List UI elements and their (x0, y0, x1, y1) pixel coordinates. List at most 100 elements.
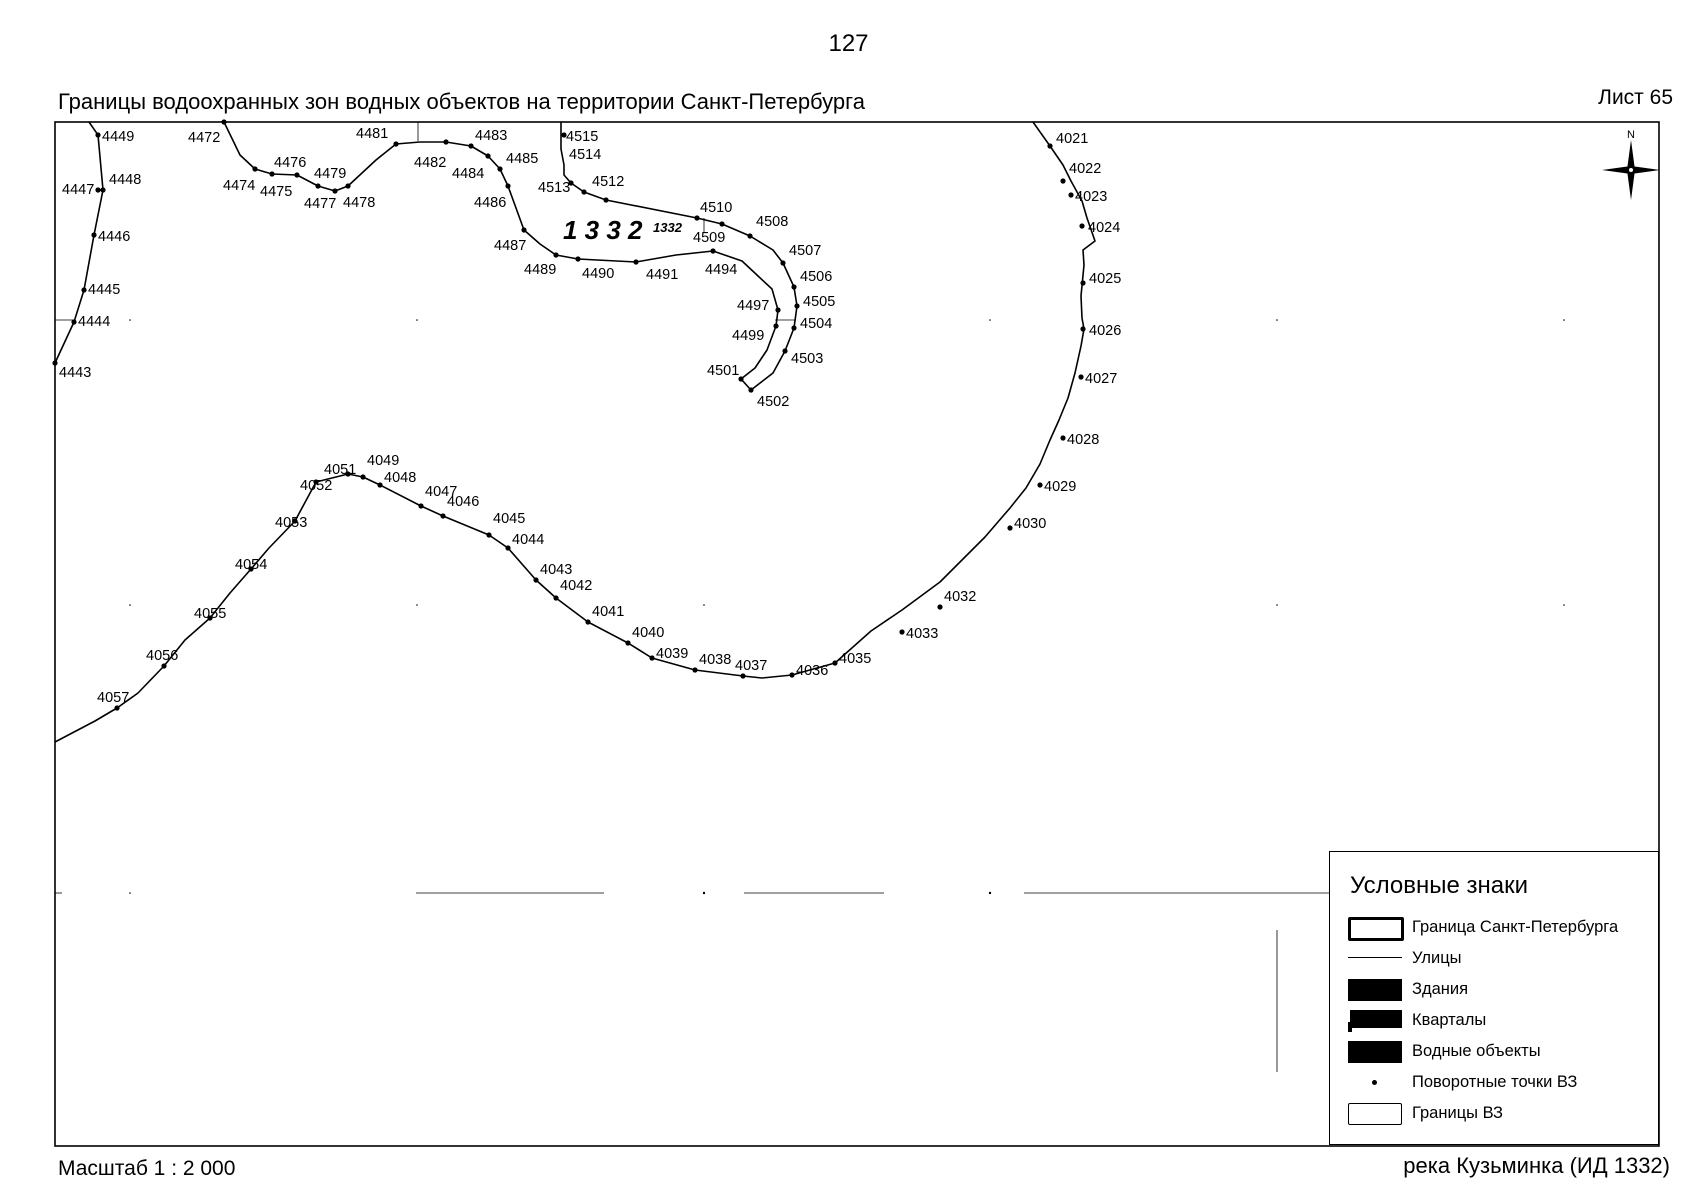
point-label: 4514 (569, 147, 601, 163)
point-label: 4026 (1089, 323, 1121, 339)
turn-point-dot-icon (1372, 1080, 1377, 1085)
turn-point (694, 215, 700, 221)
point-label: 4029 (1044, 479, 1076, 495)
object-code: 1 3 3 2 (563, 215, 643, 245)
turn-point (393, 141, 399, 147)
north-label: N (1627, 129, 1635, 141)
point-label: 4475 (260, 184, 292, 200)
point-label: 4502 (757, 394, 789, 410)
point-label: 4494 (705, 262, 737, 278)
point-label: 4483 (475, 128, 507, 144)
point-label: 4509 (693, 230, 725, 246)
point-label: 4507 (789, 243, 821, 259)
turn-point (553, 595, 559, 601)
turn-point (95, 187, 101, 193)
turn-point (485, 153, 491, 159)
point-label: 4041 (592, 604, 624, 620)
turn-point (719, 221, 725, 227)
point-label: 4028 (1067, 432, 1099, 448)
turn-point (780, 260, 786, 266)
city-border-swatch-icon (1348, 917, 1404, 941)
point-label: 4481 (356, 126, 388, 142)
turn-point (377, 482, 383, 488)
turn-point (649, 655, 655, 661)
point-label: 4477 (304, 196, 336, 212)
grid-tick (703, 604, 705, 606)
point-label: 4445 (88, 282, 120, 298)
legend-item-turn-points: Поворотные точки ВЗ (1348, 1069, 1577, 1095)
turn-point (1037, 482, 1043, 488)
point-label: 4030 (1014, 516, 1046, 532)
point-label: 4053 (275, 515, 307, 531)
turn-point (1080, 280, 1086, 286)
turn-point (294, 172, 300, 178)
legend-item-blocks: Кварталы (1348, 1007, 1486, 1033)
page-number: 127 (828, 30, 869, 57)
turn-point (747, 233, 753, 239)
point-label: 4049 (367, 453, 399, 469)
grid-tick (988, 891, 992, 895)
turn-point (360, 474, 366, 480)
turn-point (292, 518, 298, 524)
point-label: 4474 (223, 178, 255, 194)
point-label: 4044 (512, 532, 544, 548)
point-label: 4048 (384, 470, 416, 486)
grid-tick (129, 892, 131, 894)
turn-point (505, 183, 511, 189)
point-label: 4484 (452, 166, 484, 182)
map-title: Границы водоохранных зон водных объектов… (58, 89, 865, 114)
grid-tick (129, 319, 131, 321)
point-label: 4021 (1056, 131, 1088, 147)
grid-tick (416, 604, 418, 606)
point-label: 4512 (592, 174, 624, 190)
turn-point (568, 180, 574, 186)
point-label: 4501 (707, 363, 739, 379)
point-label: 4047 (425, 484, 457, 500)
point-label: 4510 (700, 200, 732, 216)
turn-point (313, 479, 319, 485)
point-label: 4052 (300, 478, 332, 494)
point-label: 4446 (98, 229, 130, 245)
point-label: 4478 (343, 195, 375, 211)
point-label: 4515 (566, 129, 598, 145)
turn-point (1078, 374, 1084, 380)
scale-label: Масштаб 1 : 2 000 (58, 1157, 236, 1180)
turn-point (738, 376, 744, 382)
grid-tick (1276, 604, 1278, 606)
point-label: 4447 (62, 182, 94, 198)
turn-point (775, 307, 781, 313)
point-label: 4487 (494, 238, 526, 254)
street-lines (55, 122, 1329, 1072)
turn-point (773, 323, 779, 329)
turn-point (114, 705, 120, 711)
point-labels: 4021402240234024402540264027402840294030… (59, 126, 1121, 706)
point-label: 4051 (324, 462, 356, 478)
sheet-label: Лист 65 (1598, 86, 1673, 109)
object-code-small: 1332 (653, 220, 683, 235)
grid-tick (416, 319, 418, 321)
point-label: 4055 (194, 606, 226, 622)
turn-point (497, 166, 503, 172)
point-label: 4503 (791, 351, 823, 367)
zone-boundary-right-arc (54, 121, 1096, 743)
turn-point (710, 248, 716, 254)
turn-point (899, 629, 905, 635)
turn-point (692, 667, 698, 673)
turn-point (553, 252, 559, 258)
point-label: 4504 (800, 316, 832, 332)
point-label: 4448 (109, 172, 141, 188)
point-label: 4032 (944, 589, 976, 605)
point-label: 4023 (1075, 189, 1107, 205)
turn-point (1047, 143, 1053, 149)
point-label: 4513 (538, 180, 570, 196)
point-label: 4489 (524, 262, 556, 278)
point-label: 4482 (414, 155, 446, 171)
turn-point (332, 188, 338, 194)
turn-point (345, 471, 351, 477)
point-label: 4033 (906, 626, 938, 642)
point-label: 4037 (735, 658, 767, 674)
turn-point (221, 119, 227, 125)
turn-point (315, 183, 321, 189)
turn-point (789, 672, 795, 678)
